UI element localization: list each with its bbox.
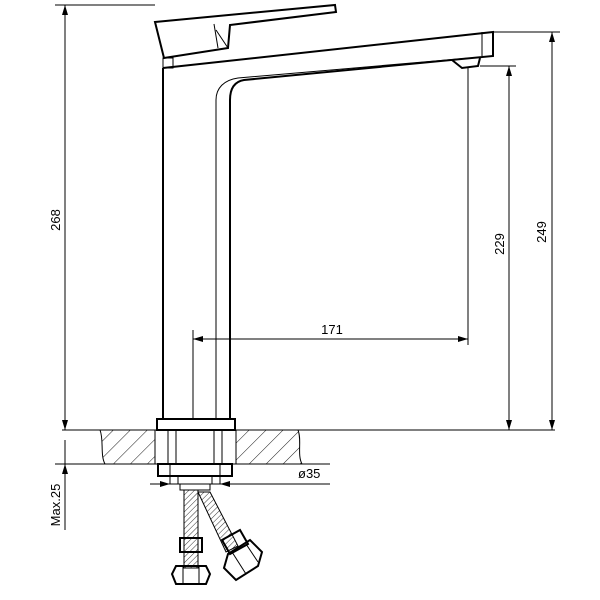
countertop — [62, 429, 555, 465]
spout-height-label: 249 — [534, 221, 549, 243]
spout-reach-label: 171 — [321, 322, 343, 337]
dimension-spout-height: 249 — [493, 31, 560, 430]
hole-diameter-label: ø35 — [298, 466, 320, 481]
total-height-label: 268 — [48, 209, 63, 231]
lever-handle — [153, 3, 338, 69]
mounting-nut — [157, 463, 233, 491]
dimension-spout-reach: 171 — [192, 68, 469, 420]
dimension-max-counter-thickness: Max.25 — [48, 440, 75, 530]
outlet-height-label: 229 — [492, 233, 507, 255]
dimension-outlet-height: 229 — [480, 65, 516, 430]
faucet-body — [156, 30, 494, 465]
max-counter-thickness-label: Max.25 — [48, 484, 63, 527]
dimension-hole-diameter: ø35 — [150, 466, 330, 487]
dimension-total-height: 268 — [48, 4, 155, 430]
hose-right — [197, 491, 264, 582]
hose-left — [170, 489, 212, 585]
